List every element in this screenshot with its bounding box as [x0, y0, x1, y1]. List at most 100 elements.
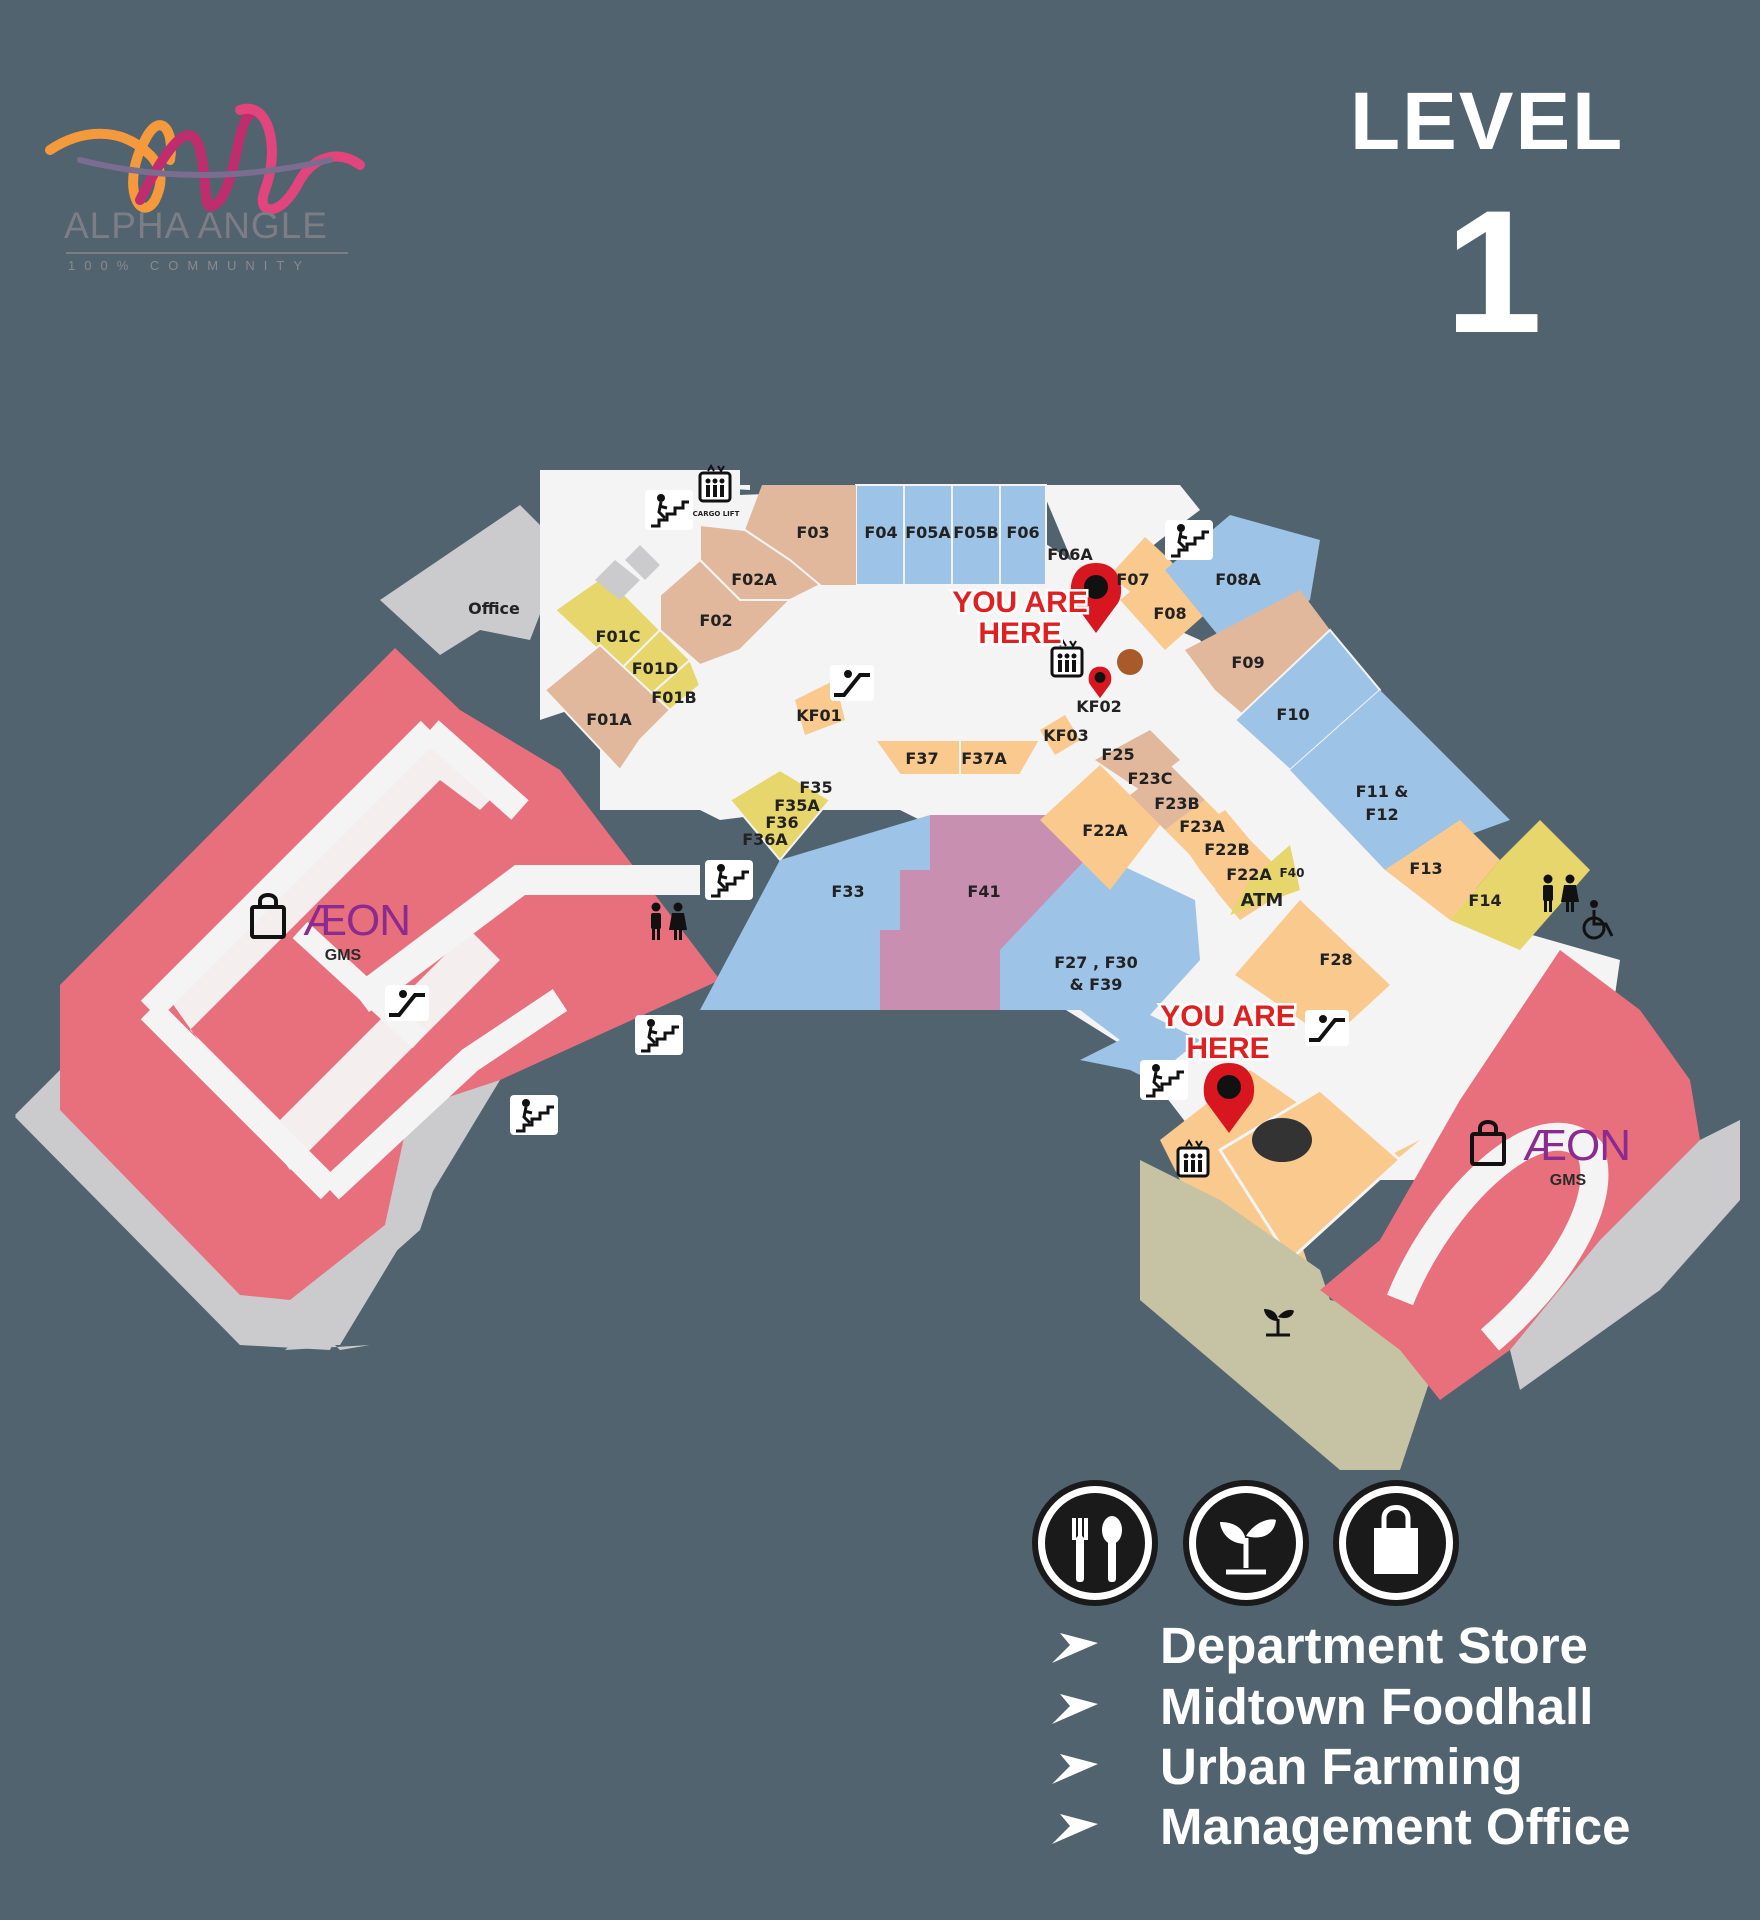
unit-f40: [1230, 845, 1300, 915]
you-are-here-bottom-line1: YOU ARE: [1160, 1000, 1296, 1033]
level-number: 1: [1445, 175, 1543, 370]
label-f10: F10: [1276, 705, 1309, 724]
label-f08: F08: [1153, 604, 1186, 623]
unit-f28: [1235, 900, 1390, 1040]
legend-label: Department Store: [1160, 1616, 1588, 1674]
legend-icons: [1032, 1480, 1459, 1606]
label-f37a: F37A: [961, 749, 1007, 768]
label-office: Office: [468, 599, 520, 618]
unit-f03: [745, 485, 856, 585]
unit-f07: [1110, 537, 1170, 600]
label-f14: F14: [1468, 891, 1501, 910]
label-f05b: F05B: [953, 523, 998, 542]
unit-f01a: [543, 643, 672, 772]
label-atm: ATM: [1241, 890, 1284, 911]
label-f02a: F02A: [731, 570, 777, 589]
label-f13: F13: [1409, 859, 1442, 878]
label-f23c: F23C: [1128, 769, 1173, 788]
label-f01a: F01A: [586, 710, 632, 729]
stairs-icon: [1138, 1058, 1190, 1102]
unit-f23c: [1130, 765, 1205, 830]
sprout-icon: [1264, 1309, 1294, 1337]
label-cargo-lift: CARGO LIFT: [693, 510, 740, 518]
label-f25: F25: [1101, 745, 1134, 764]
arrow-icon: [1052, 1694, 1098, 1724]
label-f06: F06: [1006, 523, 1039, 542]
label-f04: F04: [864, 523, 897, 542]
legend-item: Midtown Foodhall: [1050, 1677, 1594, 1735]
legend-item: Department Store: [1050, 1616, 1588, 1674]
urban-farming: [1140, 1160, 1450, 1470]
label-f01b: F01B: [651, 688, 696, 707]
label-kf01: KF01: [796, 706, 842, 725]
label-f07: F07: [1116, 570, 1149, 589]
label-f01c: F01C: [596, 627, 641, 646]
unit-f22a: [1040, 765, 1160, 890]
escalator-icon: [828, 663, 876, 703]
you-are-here-top-line1: YOU ARE: [952, 586, 1088, 619]
legend-label: Midtown Foodhall: [1160, 1677, 1594, 1735]
unit-f14: [1450, 820, 1590, 950]
label-f22a-2: F22A: [1226, 865, 1272, 884]
unit-f13: [1385, 820, 1500, 920]
label-f02: F02: [699, 611, 732, 630]
label-f01d: F01D: [632, 659, 678, 678]
label-f03: F03: [796, 523, 829, 542]
label-f23a: F23A: [1179, 817, 1225, 836]
label-f36: F36: [765, 813, 798, 832]
label-f11-line2: F12: [1365, 805, 1398, 824]
unit-f22b: [1200, 840, 1270, 895]
stairs-icon: [1163, 518, 1215, 562]
unit-f09: [1185, 590, 1330, 720]
unit-f02: [659, 558, 793, 667]
legend-item: Management Office: [1050, 1797, 1631, 1855]
logo-name: ALPHA ANGLE: [64, 205, 328, 246]
gms-label-west: GMS: [325, 947, 362, 964]
restaurant-logo: [1117, 649, 1143, 675]
label-f33: F33: [831, 882, 864, 901]
unit-f33: [700, 815, 930, 1010]
label-f27-line1: F27 , F30: [1054, 953, 1138, 972]
label-f23b: F23B: [1154, 794, 1199, 813]
level-title: LEVEL: [1350, 76, 1625, 167]
sprout-icon: [1183, 1480, 1309, 1606]
legend-label: Urban Farming: [1160, 1737, 1523, 1795]
unit-kf03: [1040, 715, 1080, 755]
label-kf03: KF03: [1043, 726, 1089, 745]
you-are-here-bottom-line2: HERE: [1186, 1032, 1269, 1065]
logo-divider: [66, 252, 348, 254]
label-f06a: F06A: [1047, 545, 1093, 564]
stairs-icon: [643, 488, 695, 532]
unit-f27-f30-f39: [1000, 855, 1200, 1080]
midtown-foodhall-logo: [1252, 1118, 1312, 1162]
alpha-angle-logo: [45, 103, 365, 215]
gms-label-east: GMS: [1550, 1172, 1587, 1189]
label-f37: F37: [905, 749, 938, 768]
label-f35a: F35A: [774, 796, 820, 815]
label-f05a: F05A: [905, 523, 951, 542]
stairs-icon: [703, 858, 755, 902]
arrow-icon: [1052, 1754, 1098, 1784]
unit-f41: [880, 815, 1090, 1010]
label-f41: F41: [967, 882, 1000, 901]
label-kf02: KF02: [1076, 697, 1122, 716]
shopping-bag-icon: [1333, 1480, 1459, 1606]
label-f09: F09: [1231, 653, 1264, 672]
aeon-logo-west: ÆON: [303, 896, 410, 945]
unit-f04: [855, 484, 905, 586]
unit-f37a: [959, 739, 1042, 776]
label-f22a: F22A: [1082, 821, 1128, 840]
you-are-here-top-line2: HERE: [978, 617, 1061, 650]
legend-item: Urban Farming: [1050, 1737, 1523, 1795]
logo-tagline: 100% COMMUNITY: [68, 258, 312, 273]
unit-f06: [999, 484, 1047, 586]
arrow-icon: [1052, 1814, 1098, 1844]
label-f35: F35: [799, 778, 832, 797]
label-f11-line1: F11 &: [1356, 782, 1409, 801]
legend-label: Management Office: [1160, 1797, 1631, 1855]
label-f08a: F08A: [1215, 570, 1261, 589]
label-f27-line2: & F39: [1070, 975, 1123, 994]
unit-f23a: [1180, 810, 1250, 870]
escalator-icon: [383, 983, 431, 1023]
